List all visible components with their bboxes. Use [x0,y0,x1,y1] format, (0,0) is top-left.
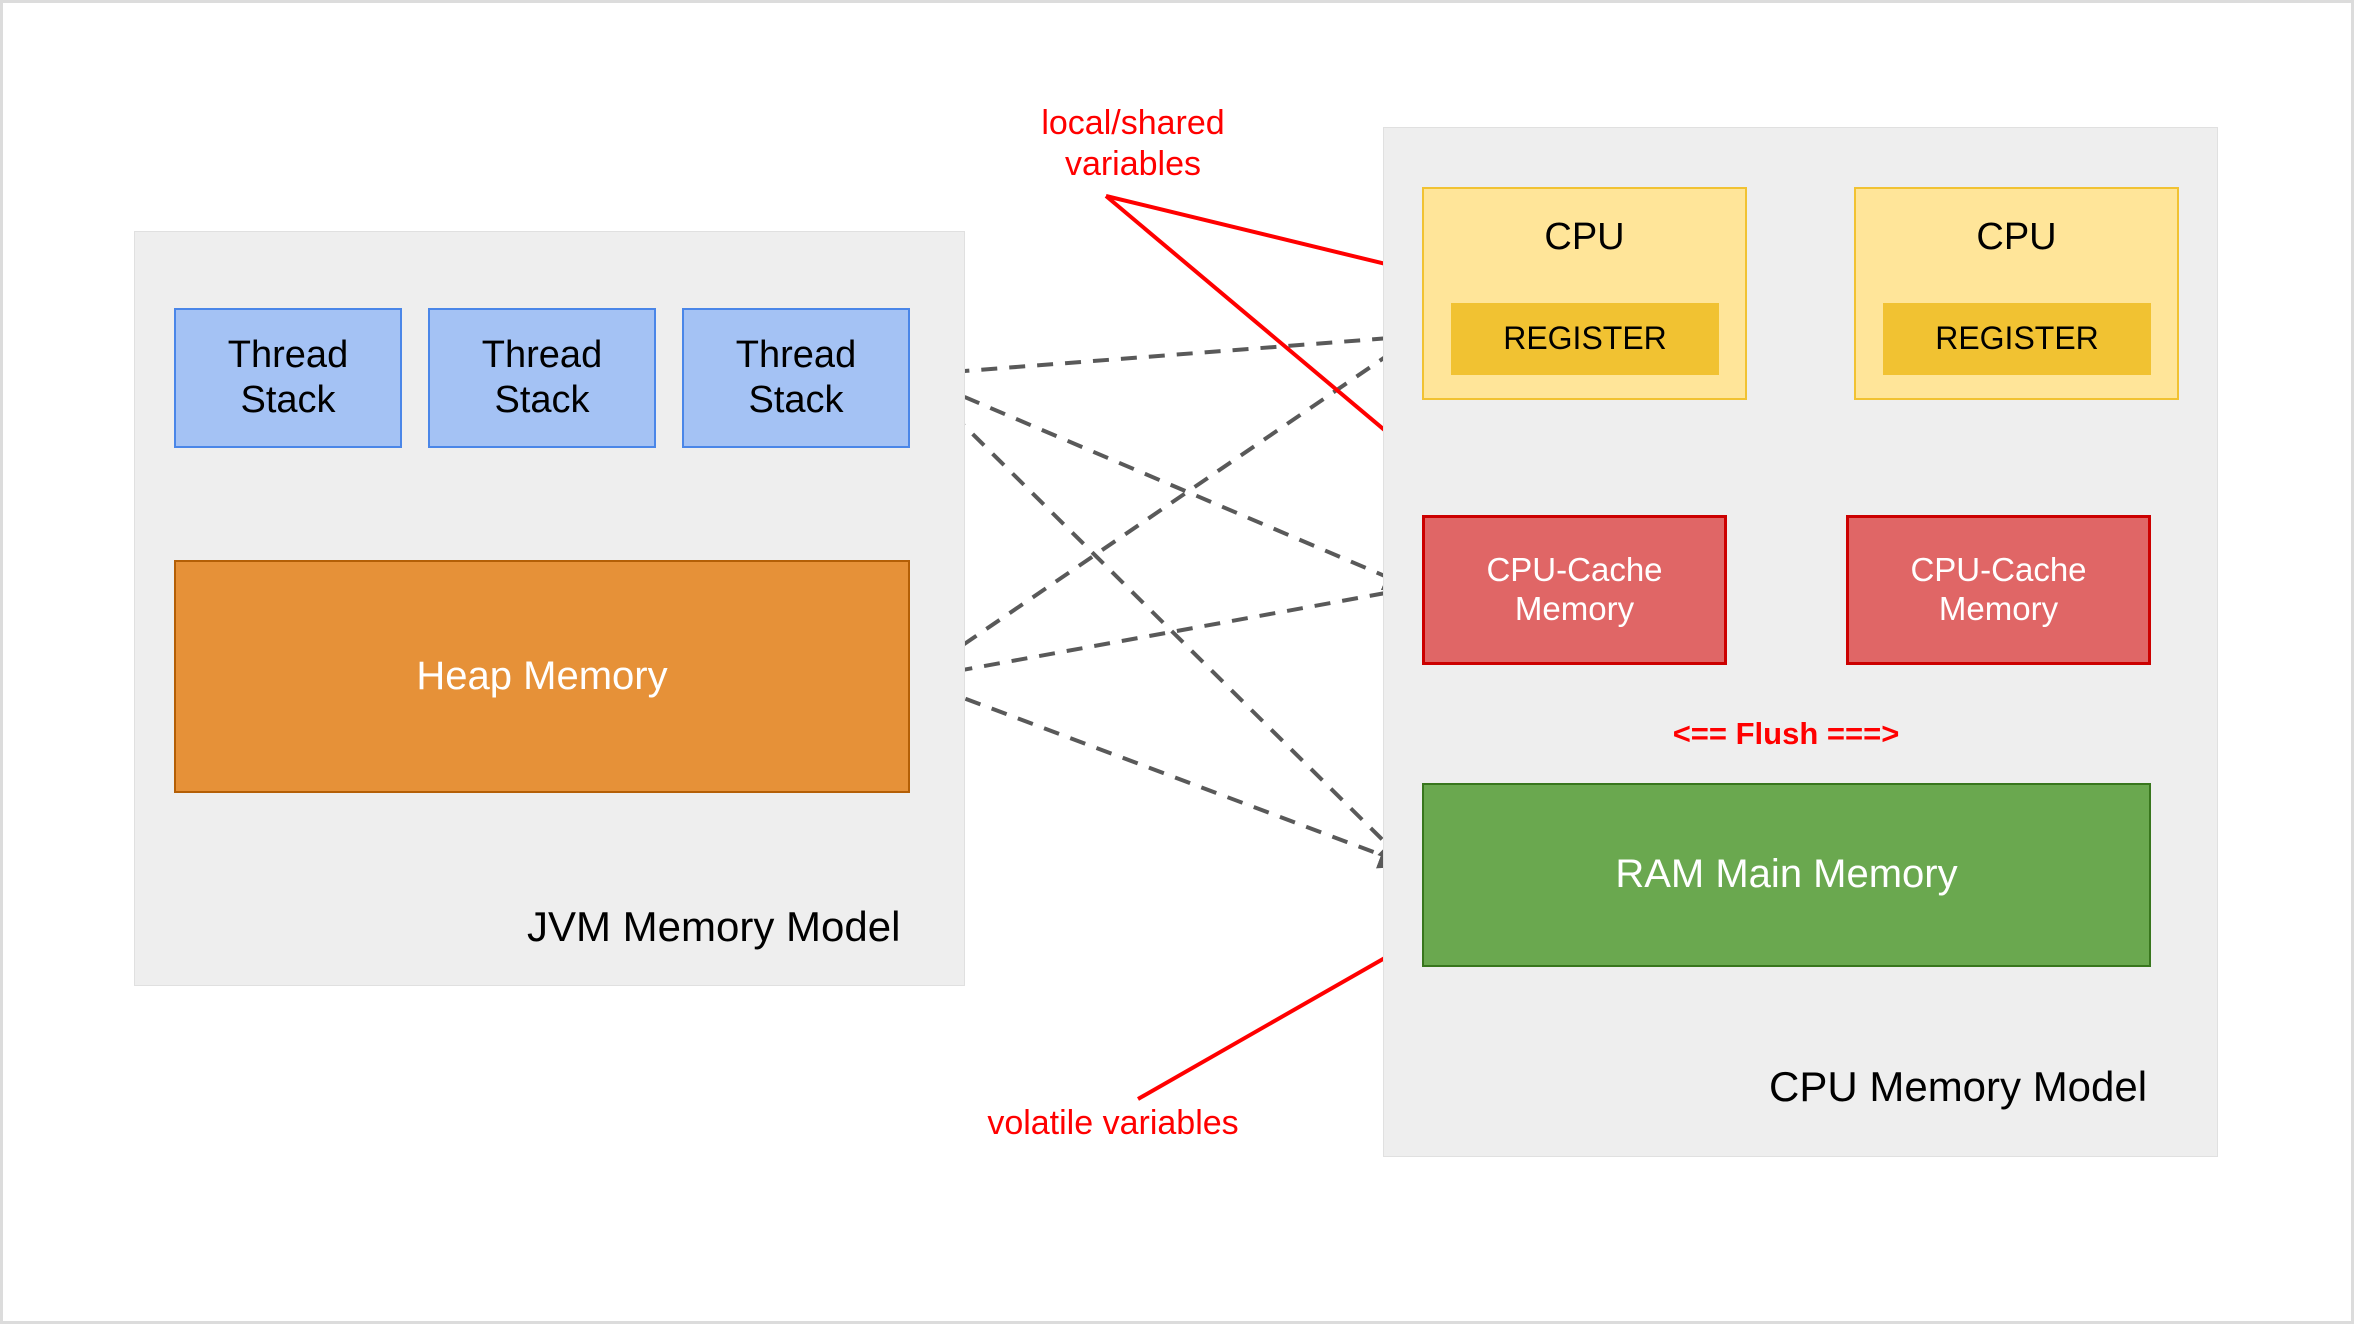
flush-label: <== Flush ===> [1672,716,1900,751]
local-shared-variables-annotation: local/shared variables [1041,104,1225,184]
register-box-2[interactable]: REGISTER [1883,303,2151,375]
cpu-cache-box-2[interactable]: CPU-Cache Memory [1846,515,2151,665]
dashed-connectors [909,334,1418,869]
cpu-cache-box-1[interactable]: CPU-Cache Memory [1422,515,1727,665]
thread-stack-3[interactable]: Thread Stack [682,308,910,448]
heap-memory-box[interactable]: Heap Memory [174,560,910,793]
ram-main-memory-box[interactable]: RAM Main Memory [1422,783,2151,967]
volatile-variables-annotation: volatile variables [987,1104,1239,1142]
register-box-1[interactable]: REGISTER [1451,303,1719,375]
thread-stack-2[interactable]: Thread Stack [428,308,656,448]
cpu-panel-label: CPU Memory Model [1769,1063,2148,1110]
jvm-panel-label: JVM Memory Model [527,903,901,950]
thread-stack-1[interactable]: Thread Stack [174,308,402,448]
